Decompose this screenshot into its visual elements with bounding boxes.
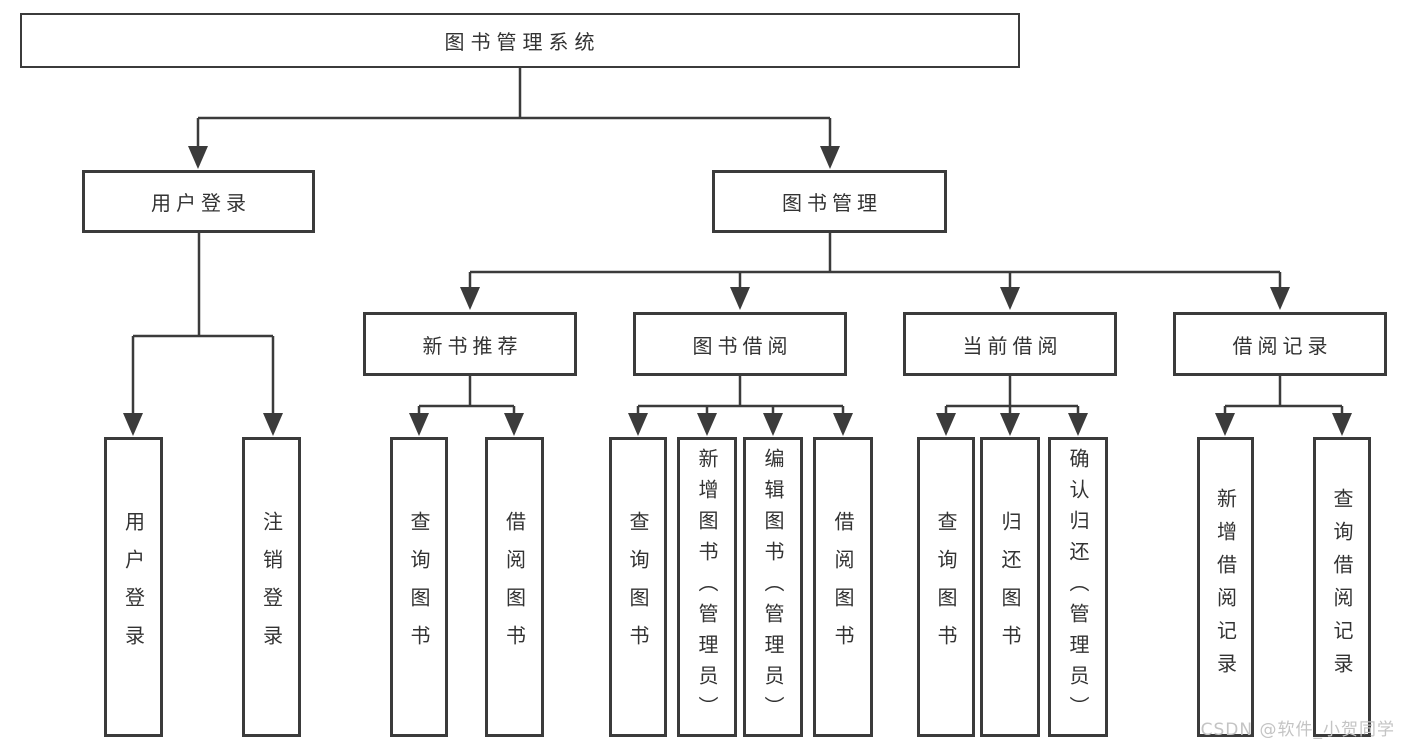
node-book-borrowing: 图书借阅: [633, 312, 847, 376]
connector-new-book-to-leaves: [417, 376, 516, 415]
leaf-borrow-books-borrowing: 借阅图书: [813, 437, 873, 737]
node-label: 注销登录: [259, 511, 284, 663]
node-label: 新书推荐: [422, 333, 523, 358]
node-library-management-system: 图书管理系统: [20, 13, 1020, 68]
node-label: 归还图书: [998, 511, 1022, 663]
leaf-query-books-current: 查询图书: [917, 437, 975, 737]
connector-borrowing-records-to-leaves: [1223, 376, 1344, 415]
node-user-login: 用户登录: [82, 170, 315, 233]
node-label: 当前借阅: [962, 333, 1063, 358]
leaf-return-books: 归还图书: [980, 437, 1040, 737]
node-label: 用户登录: [151, 191, 251, 215]
node-label: 确认归还（管理员）: [1066, 447, 1090, 727]
leaf-query-books-recommend: 查询图书: [390, 437, 448, 737]
node-label: 查询图书: [934, 511, 958, 663]
node-label: 新增图书（管理员）: [695, 447, 719, 727]
csdn-watermark: CSDN @软件_小贺同学: [1200, 720, 1395, 740]
connector-book-borrowing-to-leaves: [636, 376, 845, 415]
node-label: 查询借阅记录: [1330, 488, 1354, 686]
connector-current-borrowing-to-leaves: [944, 376, 1080, 415]
leaf-confirm-return-admin: 确认归还（管理员）: [1048, 437, 1108, 737]
node-label: 查询图书: [626, 511, 650, 663]
node-label: 查询图书: [407, 511, 431, 663]
leaf-borrow-books-recommend: 借阅图书: [485, 437, 544, 737]
node-book-management: 图书管理: [712, 170, 947, 233]
node-borrowing-records: 借阅记录: [1173, 312, 1387, 376]
leaf-query-books-borrowing: 查询图书: [609, 437, 667, 737]
leaf-edit-books-admin: 编辑图书（管理员）: [743, 437, 803, 737]
node-label: 借阅图书: [502, 511, 527, 663]
node-label: 借阅记录: [1232, 333, 1333, 358]
leaf-query-borrow-record: 查询借阅记录: [1313, 437, 1371, 737]
node-label: 编辑图书（管理员）: [761, 447, 785, 727]
node-label: 图书管理系统: [444, 30, 601, 54]
node-label: 图书借阅: [692, 333, 793, 358]
connector-user-login-to-leaves: [131, 233, 275, 415]
node-label: 用户登录: [121, 511, 146, 663]
connector-root-to-level2: [196, 68, 832, 148]
node-label: 图书管理: [782, 191, 882, 215]
node-current-borrowing: 当前借阅: [903, 312, 1117, 376]
node-label: 新增借阅记录: [1213, 488, 1238, 686]
leaf-user-login: 用户登录: [104, 437, 163, 737]
node-new-book-recommendation: 新书推荐: [363, 312, 577, 376]
connector-book-mgmt-to-level3: [468, 233, 1282, 289]
node-label: 借阅图书: [831, 511, 855, 663]
leaf-add-books-admin: 新增图书（管理员）: [677, 437, 737, 737]
leaf-logout: 注销登录: [242, 437, 301, 737]
leaf-add-borrow-record: 新增借阅记录: [1197, 437, 1254, 737]
